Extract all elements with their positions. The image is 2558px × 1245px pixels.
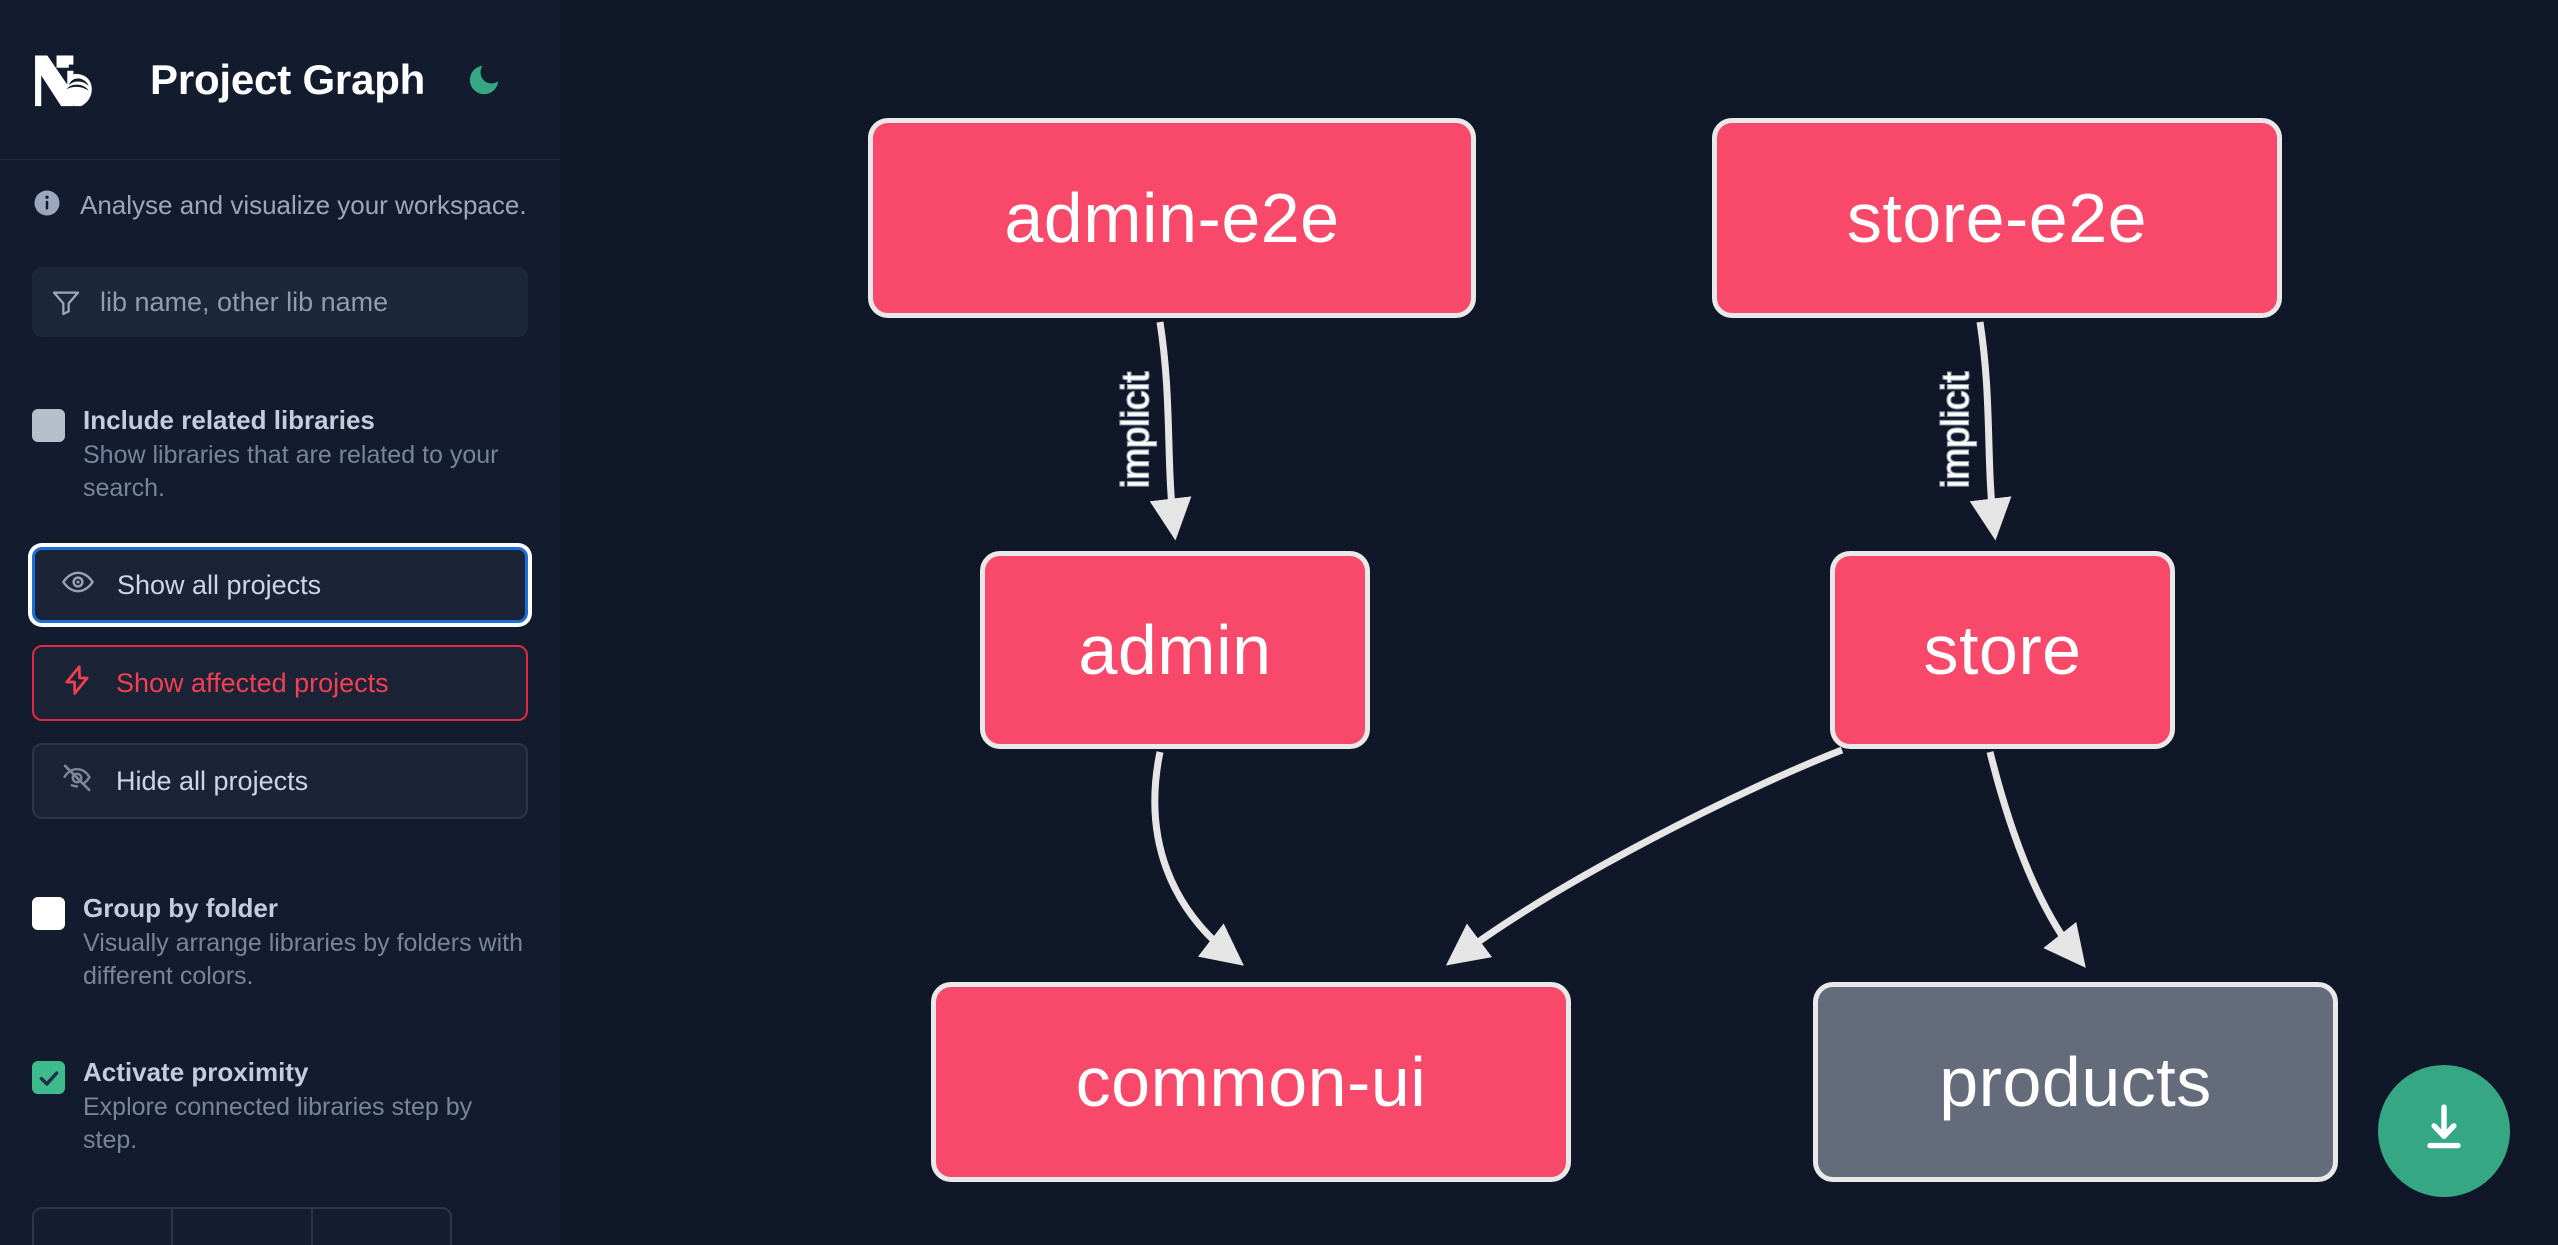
graph-node-store[interactable]: store — [1830, 551, 2175, 749]
graph-node-common-ui[interactable]: common-ui — [931, 982, 1571, 1182]
option-description: Explore connected libraries step by step… — [83, 1093, 473, 1155]
graph-node-store-e2e[interactable]: store-e2e — [1712, 118, 2282, 318]
edge-admin-to-common-ui — [1151, 751, 1244, 966]
nx-logo-icon — [32, 50, 124, 110]
sidebar: Project Graph Analyse and visualize your… — [0, 0, 560, 1245]
page-title: Project Graph — [150, 55, 426, 103]
option-label: Include related libraries — [83, 405, 375, 435]
hide-all-projects-label: Hide all projects — [116, 765, 309, 796]
tagline: Analyse and visualize your workspace. — [0, 160, 560, 223]
graph-canvas[interactable]: implicit implicit admin-e2e store-e2e ad… — [560, 0, 2558, 1245]
search-input[interactable] — [100, 267, 528, 337]
graph-node-label: common-ui — [1075, 1043, 1427, 1121]
graph-edges: implicit implicit — [1114, 321, 2086, 968]
lightning-icon — [60, 663, 94, 704]
proximity-decrease-button[interactable] — [34, 1209, 174, 1245]
graph-node-label: products — [1939, 1043, 2212, 1121]
option-description: Show libraries that are related to your … — [83, 441, 499, 503]
eye-icon — [61, 565, 95, 606]
include-related-libraries-checkbox[interactable] — [32, 409, 65, 442]
tagline-text: Analyse and visualize your workspace. — [80, 190, 527, 220]
option-activate-proximity[interactable]: Activate proximity Explore connected lib… — [32, 1057, 528, 1157]
edge-store-e2e-to-store — [1969, 321, 2012, 541]
show-all-projects-button[interactable]: Show all projects — [32, 547, 528, 624]
edge-label-implicit-admin: implicit — [1115, 372, 1157, 489]
option-label: Group by folder — [83, 893, 278, 924]
option-include-related-libraries[interactable]: Include related libraries Show libraries… — [32, 405, 528, 505]
option-group-by-folder[interactable]: Group by folder Visually arrange librari… — [32, 893, 528, 993]
activate-proximity-checkbox[interactable] — [32, 1061, 65, 1095]
filter-funnel-icon — [32, 267, 100, 337]
graph-node-admin[interactable]: admin — [980, 551, 1370, 749]
search-field[interactable] — [32, 267, 528, 337]
show-affected-projects-button[interactable]: Show affected projects — [32, 645, 528, 722]
graph-node-label: admin-e2e — [1004, 179, 1340, 257]
group-by-folder-checkbox[interactable] — [32, 897, 65, 931]
graph-node-label: admin — [1078, 611, 1272, 689]
graph-node-label: store — [1923, 611, 2082, 689]
show-all-projects-label: Show all projects — [117, 569, 322, 600]
sidebar-header: Project Graph — [0, 0, 560, 160]
visibility-buttons: Show all projects Show affected projects — [0, 547, 560, 820]
option-label: Activate proximity — [83, 1057, 309, 1088]
edge-store-to-products — [1986, 751, 2086, 968]
proximity-value[interactable] — [173, 1209, 313, 1245]
eye-off-icon — [60, 761, 94, 802]
show-affected-projects-label: Show affected projects — [116, 667, 389, 698]
graph-node-label: store-e2e — [1846, 179, 2148, 257]
download-icon — [2413, 1098, 2475, 1165]
options-top: Include related libraries Show libraries… — [0, 377, 560, 505]
graph-node-products[interactable]: products — [1813, 982, 2338, 1182]
options-bottom: Group by folder Visually arrange librari… — [0, 865, 560, 1157]
download-image-button[interactable] — [2378, 1065, 2510, 1197]
edge-store-to-common-ui — [1445, 746, 1844, 966]
option-description: Visually arrange libraries by folders wi… — [83, 929, 524, 991]
graph-node-admin-e2e[interactable]: admin-e2e — [868, 118, 1476, 318]
edge-label-implicit-store: implicit — [1935, 372, 1977, 489]
proximity-step-button-group[interactable] — [32, 1207, 452, 1245]
hide-all-projects-button[interactable]: Hide all projects — [32, 743, 528, 820]
moon-icon[interactable] — [461, 57, 507, 103]
edge-admin-e2e-to-admin — [1149, 321, 1192, 541]
info-icon — [32, 188, 62, 223]
proximity-increase-button[interactable] — [313, 1209, 450, 1245]
